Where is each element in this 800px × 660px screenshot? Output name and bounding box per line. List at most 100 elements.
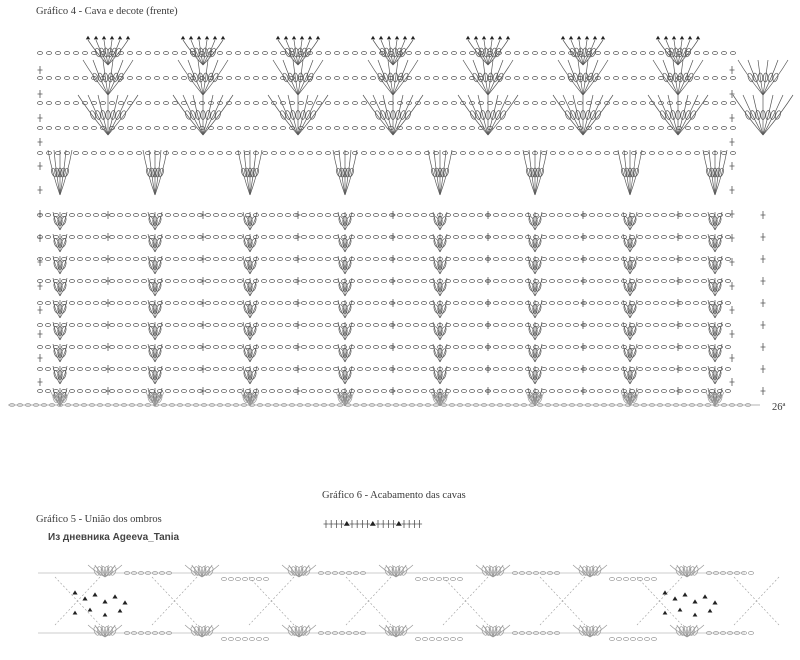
chain-stitch [277, 301, 283, 305]
chain-stitch [149, 213, 155, 217]
chain-stitch [573, 389, 579, 393]
chain-stitch [701, 279, 707, 283]
single-crochet [328, 520, 334, 528]
slip-stitch-marker [109, 35, 115, 40]
cluster-petal [384, 47, 390, 58]
chain-stitch [415, 637, 421, 641]
single-crochet [729, 306, 735, 314]
cluster-petal [348, 167, 354, 178]
shell-cluster [432, 365, 441, 385]
shell-cluster [527, 321, 536, 341]
chain-stitch [565, 279, 571, 283]
chain-stitch [685, 367, 691, 371]
cluster-petal [243, 370, 250, 380]
chain-stitch [277, 235, 283, 239]
chain-stitch [145, 151, 151, 155]
chain-stitch [241, 403, 247, 407]
foundation-shell [439, 391, 450, 406]
chain-stitch [138, 631, 144, 635]
scallop-fan [297, 94, 319, 136]
chain-stitch [133, 213, 139, 217]
chain-stitch [205, 323, 211, 327]
chain-stitch [477, 301, 483, 305]
single-crochet [200, 211, 206, 219]
shoulder-cluster [475, 564, 494, 578]
chain-stitch [361, 101, 367, 105]
cluster-petal [627, 238, 633, 248]
shell-cluster [337, 255, 346, 275]
chain-stitch [91, 126, 97, 130]
chain-stitch [721, 51, 727, 55]
chain-stitch [496, 151, 502, 155]
top-scallop [582, 39, 588, 66]
cluster-petal [100, 566, 106, 576]
cluster-petal [772, 72, 779, 83]
chain-stitch [341, 257, 347, 261]
chain-stitch [512, 631, 518, 635]
chain-stitch [532, 76, 538, 80]
chain-stitch [549, 345, 555, 349]
chain-stitch [703, 101, 709, 105]
cluster-petal [440, 260, 447, 270]
cluster-petal [687, 72, 694, 83]
cluster-petal [342, 282, 348, 292]
cluster-petal [712, 167, 718, 178]
cluster-petal [712, 326, 718, 336]
shell-cluster [439, 343, 448, 363]
single-crochet [200, 321, 206, 329]
chain-stitch [461, 301, 467, 305]
cluster-petal [477, 72, 484, 83]
chain-stitch [349, 367, 355, 371]
chain-stitch [77, 323, 83, 327]
chain-stitch [517, 257, 523, 261]
cluster-petal [150, 393, 157, 404]
cluster-petal [630, 282, 637, 292]
single-crochet [729, 234, 735, 242]
chain-stitch [333, 301, 339, 305]
cluster-petal [343, 393, 350, 404]
top-scallop [570, 39, 584, 66]
chain-stitch [589, 367, 595, 371]
chain-stitch [721, 76, 727, 80]
scallop-fan [202, 94, 234, 136]
chain-stitch [653, 389, 659, 393]
cluster-petal [294, 626, 300, 636]
slip-stitch-marker [410, 35, 416, 40]
chain-stitch [73, 403, 79, 407]
single-crochet [580, 343, 586, 351]
cluster-petal [382, 72, 389, 83]
cluster-petal [677, 72, 684, 83]
chain-stitch [453, 367, 459, 371]
single-crochet [200, 277, 206, 285]
single-crochet [580, 299, 586, 307]
cluster-petal [633, 167, 639, 178]
cluster-petal [752, 72, 759, 83]
shoulder-cluster [198, 624, 203, 638]
chain-stitch [645, 345, 651, 349]
cluster-petal [207, 72, 214, 83]
top-scallop [578, 39, 584, 66]
cluster-petal [340, 393, 347, 404]
chain-stitch [370, 101, 376, 105]
cluster-petal [95, 47, 101, 58]
shell-cluster [622, 211, 631, 231]
chain-stitch [630, 577, 636, 581]
chart5-diagram [38, 564, 780, 641]
shell-cluster [432, 299, 441, 319]
cluster-petal [470, 110, 476, 120]
chain-stitch [533, 257, 539, 261]
chain-stitch [261, 345, 267, 349]
single-crochet [675, 233, 681, 241]
chain-stitch [37, 76, 43, 80]
chain-stitch [381, 367, 387, 371]
chain-stitch [221, 345, 227, 349]
cluster-petal [215, 110, 221, 120]
cluster-petal [342, 238, 348, 248]
chain-stitch [604, 76, 610, 80]
chain-stitch [262, 76, 268, 80]
cluster-petal [750, 110, 756, 120]
chain-stitch [713, 631, 719, 635]
single-crochet [580, 233, 586, 241]
scallop-fan [392, 59, 399, 96]
single-crochet [37, 354, 43, 362]
